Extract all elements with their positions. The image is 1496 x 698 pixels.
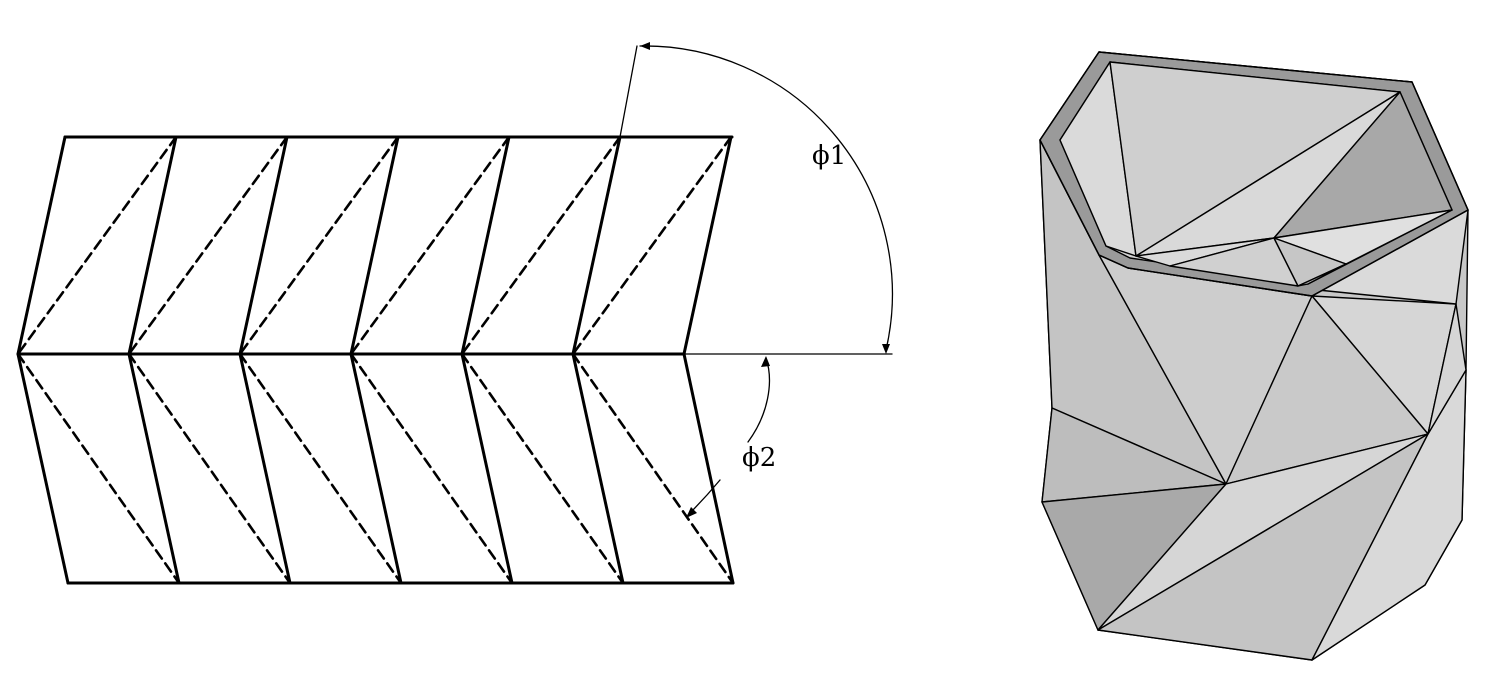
phi1-annotation — [619, 42, 894, 354]
phi1-arc — [639, 45, 894, 351]
phi2-annotation — [686, 356, 771, 518]
outer-faces — [1039, 139, 1469, 661]
inner-faces — [1059, 61, 1453, 287]
phi1-extension-line — [619, 45, 638, 138]
upper-valley-folds — [16, 135, 733, 356]
rim-outline — [1039, 51, 1469, 297]
phi1-arrow-bottom — [882, 344, 890, 354]
lower-valley-folds — [16, 352, 735, 585]
phi2-label: ϕ2 — [742, 443, 776, 473]
folded-cylinder-model — [1039, 51, 1469, 661]
upper-zigzag-folds — [16, 135, 733, 356]
phi1-label: ϕ1 — [812, 141, 846, 171]
phi2-arrow-bottom — [686, 507, 697, 518]
phi2-arrow-top — [761, 356, 770, 367]
phi1-arrow-top — [640, 42, 650, 50]
crease-pattern — [16, 42, 894, 585]
phi2-arc — [747, 357, 771, 443]
lower-zigzag-folds — [16, 352, 735, 585]
